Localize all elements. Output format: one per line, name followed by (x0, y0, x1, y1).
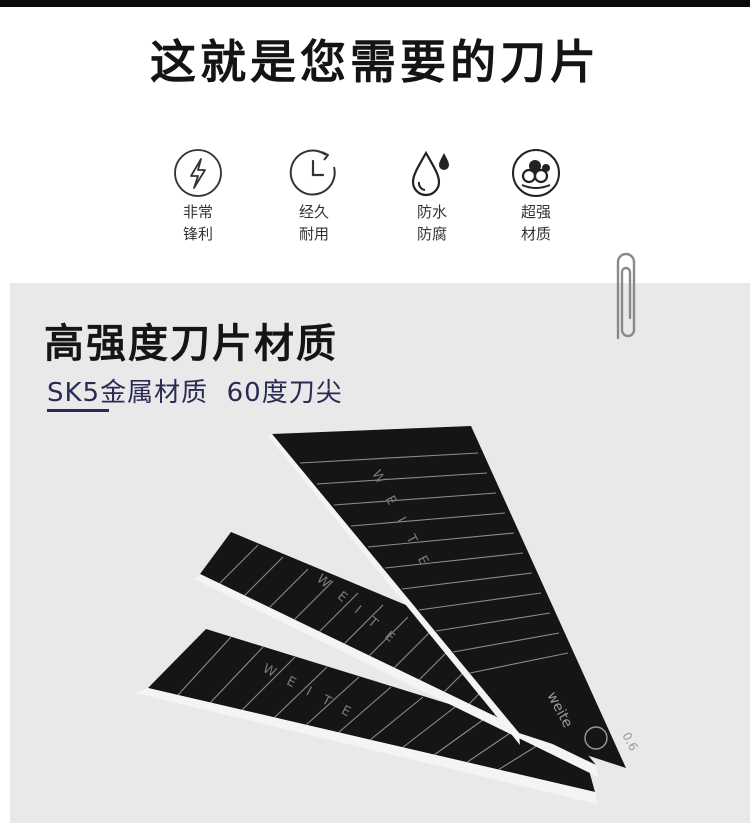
blade-thickness-mark: 0.6 (619, 730, 640, 753)
feature-label-line2: 材质 (520, 225, 551, 243)
feature-label-line2: 耐用 (298, 225, 329, 243)
feature-durable: 经久 耐用 (259, 147, 369, 245)
feature-label-line1: 超强 (520, 203, 551, 221)
material-icon (512, 149, 560, 197)
feature-material: 超强 材质 (481, 147, 591, 245)
blade-top: WEITE weite 0.6 (268, 426, 641, 768)
paperclip-icon (616, 252, 636, 340)
top-dark-band (0, 0, 750, 7)
clock-icon (289, 149, 336, 196)
blade-logo-circle (584, 726, 608, 750)
feature-label-line2: 防腐 (416, 225, 447, 243)
panel-subtitle: SK5金属材质 60度刀尖 (47, 378, 343, 408)
feature-waterproof: 防水 防腐 (377, 147, 487, 245)
blade-illustration: WEITE WEITE WEITE weite 0.6 (135, 426, 641, 804)
feature-row: 非常 锋利 经久 耐用 防水 防腐 (0, 147, 750, 257)
panel-heading: 高强度刀片材质 (44, 321, 338, 367)
subtitle-underline (47, 409, 109, 412)
blade-bottom: WEITE (135, 629, 597, 804)
feature-label-line1: 非常 (182, 203, 213, 221)
feature-label-line1: 经久 (298, 203, 329, 221)
feature-label-line1: 防水 (416, 203, 447, 221)
page-title: 这就是您需要的刀片 (150, 35, 600, 89)
feature-sharp: 非常 锋利 (143, 147, 253, 245)
feature-label-line2: 锋利 (182, 225, 213, 243)
lightning-icon (174, 149, 222, 197)
water-drop-icon (411, 150, 449, 197)
